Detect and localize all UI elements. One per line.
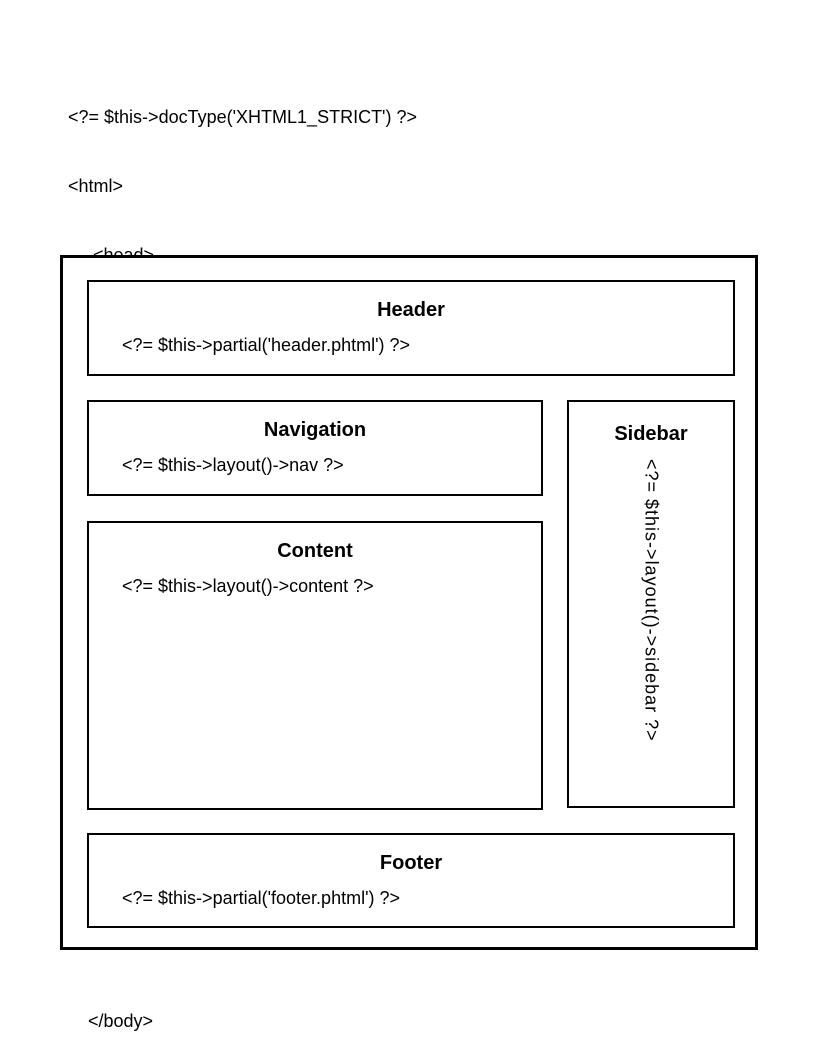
- header-box-code: <?= $this->partial('header.phtml') ?>: [122, 335, 411, 355]
- content-box-code: <?= $this->layout()->content ?>: [122, 576, 374, 596]
- navigation-box: Navigation <?= $this->layout()->nav ?>: [87, 400, 543, 496]
- closing-code-block: </body> </html>: [68, 964, 153, 1056]
- sidebar-box: Sidebar <?= $this->layout()->sidebar ?>: [567, 400, 735, 808]
- header-box-title: Header: [377, 299, 445, 321]
- sidebar-box-title: Sidebar: [614, 423, 688, 445]
- footer-box: Footer <?= $this->partial('footer.phtml'…: [87, 833, 735, 928]
- sidebar-box-code: <?= $this->layout()->sidebar ?>: [641, 459, 662, 742]
- code-line-html-open: <html>: [68, 176, 124, 196]
- code-line-body-close: </body>: [88, 1011, 154, 1031]
- footer-box-title: Footer: [379, 852, 443, 874]
- navigation-box-code: <?= $this->layout()->nav ?>: [122, 455, 344, 475]
- header-box: Header <?= $this->partial('header.phtml'…: [87, 280, 735, 376]
- content-box-title: Content: [277, 540, 353, 562]
- code-line-doctype: <?= $this->docType('XHTML1_STRICT') ?>: [68, 107, 418, 127]
- content-box: Content <?= $this->layout()->content ?>: [87, 521, 543, 810]
- footer-box-code: <?= $this->partial('footer.phtml') ?>: [122, 888, 401, 908]
- navigation-box-title: Navigation: [263, 419, 367, 441]
